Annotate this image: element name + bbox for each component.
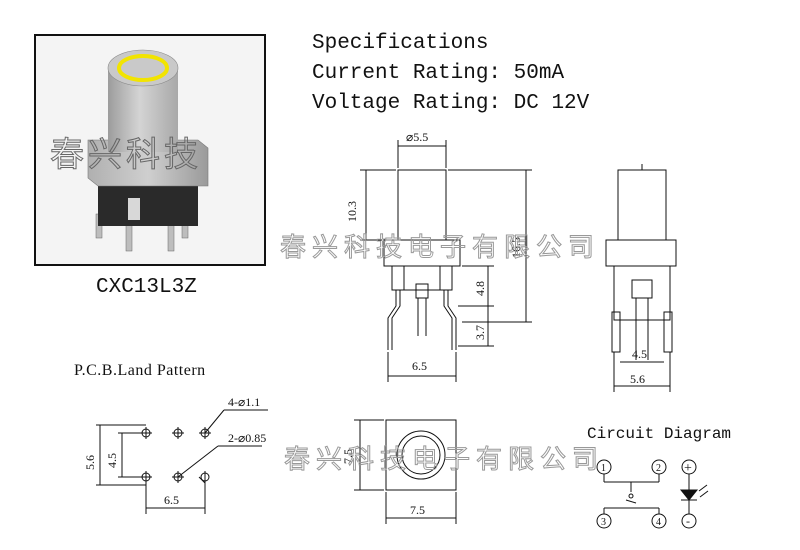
- spec-heading: Specifications: [312, 32, 489, 55]
- dim-pin-length: 3.7: [473, 325, 487, 340]
- circuit-pin-2: 2: [656, 463, 661, 474]
- product-model: CXC13L3Z: [96, 276, 197, 299]
- cap-led-ring: [117, 54, 169, 82]
- led-minus-label: -: [686, 514, 690, 528]
- dim-pcb-width: 6.5: [164, 493, 179, 507]
- circuit-pin-3: 3: [601, 517, 606, 528]
- circuit-pin-4: 4: [656, 517, 661, 528]
- circuit-title: Circuit Diagram: [587, 425, 732, 443]
- dim-body-height: 4.8: [473, 281, 487, 296]
- spec-voltage-rating: Voltage Rating: DC 12V: [312, 92, 590, 115]
- top-view: [354, 419, 457, 524]
- watermark-top: 春兴科技电子有限公司: [280, 233, 600, 263]
- pcb-title: P.C.B.Land Pattern: [74, 362, 206, 379]
- dim-cap-diameter: ⌀5.5: [406, 130, 428, 144]
- dim-pin-span: 6.5: [412, 359, 427, 373]
- led-plus-label: +: [684, 461, 692, 476]
- dim-cap-height: 10.3: [345, 201, 359, 222]
- side-view: [605, 164, 677, 392]
- dim-pcb-outer-height: 5.6: [83, 455, 97, 470]
- photo-watermark-text: 春兴科技: [50, 135, 202, 175]
- dim-top-height: 7.5: [341, 449, 355, 464]
- front-view: [360, 140, 532, 382]
- dim-total-height: 16.5: [509, 237, 523, 258]
- circuit-pin-1: 1: [601, 463, 606, 474]
- dim-top-width: 7.5: [410, 503, 425, 517]
- dim-side-inner: 4.5: [632, 347, 647, 361]
- dim-side-outer: 5.6: [630, 372, 645, 386]
- circuit-diagram: [596, 459, 709, 529]
- spec-current-rating: Current Rating: 50mA: [312, 62, 565, 85]
- product-photo: 春兴科技: [34, 34, 266, 266]
- dim-hole-large: 4-⌀1.1: [228, 395, 260, 409]
- switch-photo-illustration: 春兴科技: [50, 49, 209, 252]
- pcb-land-pattern: [96, 409, 268, 514]
- watermark-bottom: 春兴科技电子有限公司: [284, 445, 604, 475]
- dim-pcb-inner-height: 4.5: [105, 453, 119, 468]
- dim-hole-small: 2-⌀0.85: [228, 431, 266, 445]
